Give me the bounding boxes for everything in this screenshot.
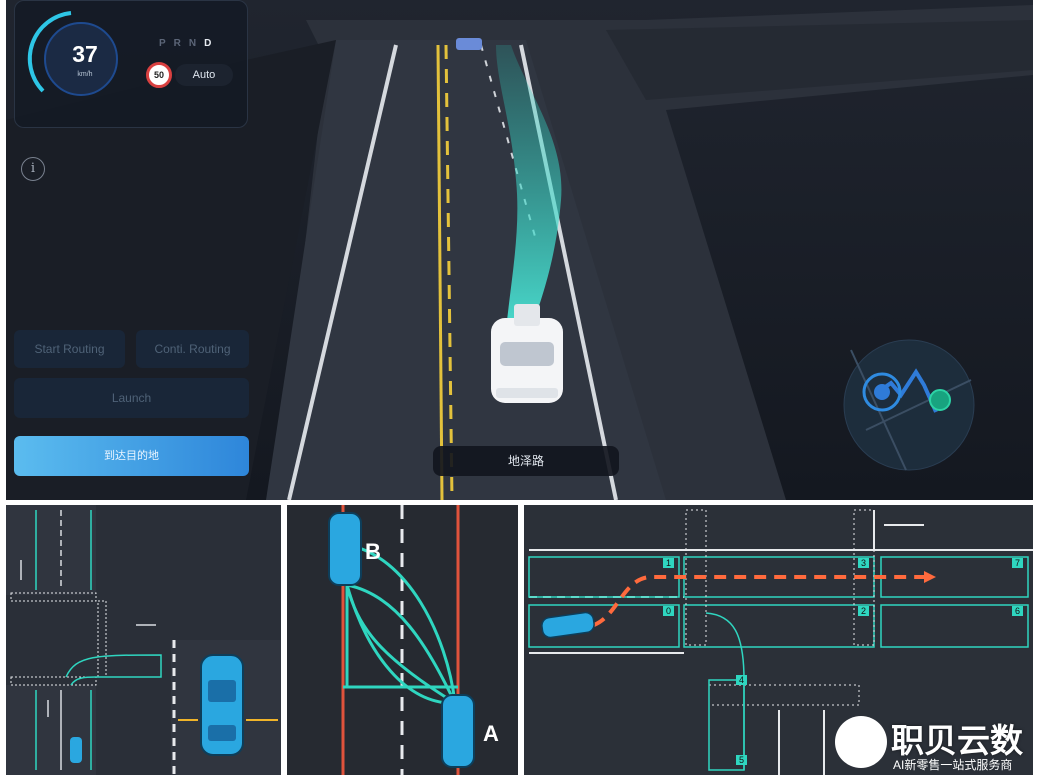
lane-id-7: 7 xyxy=(1012,558,1024,568)
gear-n: N xyxy=(188,38,205,49)
gear-r: R xyxy=(173,38,189,49)
start-routing-button[interactable]: Start Routing xyxy=(14,330,125,368)
lane-id-2: 2 xyxy=(858,606,870,616)
diagram-intersection: 1 0 3 2 7 6 4 5 xyxy=(524,505,1033,775)
drive-mode-badge[interactable]: Auto xyxy=(175,64,233,86)
road-name-label: 地泽路 xyxy=(433,446,619,476)
lane-id-0: 0 xyxy=(663,606,675,616)
gear-d-active: D xyxy=(204,38,220,49)
point-a-label: A xyxy=(483,721,499,746)
gear-indicator: PRND xyxy=(159,38,219,49)
parking-diagram xyxy=(6,505,281,775)
arrive-destination-button[interactable]: 到达目的地 xyxy=(14,436,249,476)
speed-panel: 37 km/h PRND 50 Auto xyxy=(14,0,248,128)
lane-id-1: 1 xyxy=(663,558,675,568)
speed-value: 37 xyxy=(72,41,98,67)
diagram-parking xyxy=(6,505,281,775)
gear-p: P xyxy=(159,38,174,49)
watermark-logo-icon xyxy=(835,716,887,768)
conti-routing-button[interactable]: Conti. Routing xyxy=(136,330,249,368)
speed-unit: km/h xyxy=(77,71,93,78)
road-scene xyxy=(6,0,1033,500)
lane-id-4: 4 xyxy=(736,675,748,685)
intersection-diagram xyxy=(528,509,1033,775)
watermark-brand: 职贝云数 xyxy=(891,722,1023,759)
launch-button[interactable]: Launch xyxy=(14,378,249,418)
watermark: 职贝云数 AI新零售一站式服务商 xyxy=(835,712,1035,774)
lane-id-3: 3 xyxy=(858,558,870,568)
watermark-tagline: AI新零售一站式服务商 xyxy=(893,758,1013,772)
trajectory-diagram xyxy=(328,505,475,775)
driving-view: 37 km/h PRND 50 Auto i Start Routing Con… xyxy=(6,0,1033,500)
point-b-label: B xyxy=(365,539,381,564)
lane-id-5: 5 xyxy=(736,755,748,765)
info-icon[interactable]: i xyxy=(21,157,45,181)
diagram-trajectories: B A xyxy=(287,505,518,775)
speed-limit-sign: 50 xyxy=(146,62,172,88)
speed-gauge xyxy=(27,11,118,96)
lane-id-6: 6 xyxy=(1012,606,1024,616)
minimap[interactable] xyxy=(843,339,975,471)
